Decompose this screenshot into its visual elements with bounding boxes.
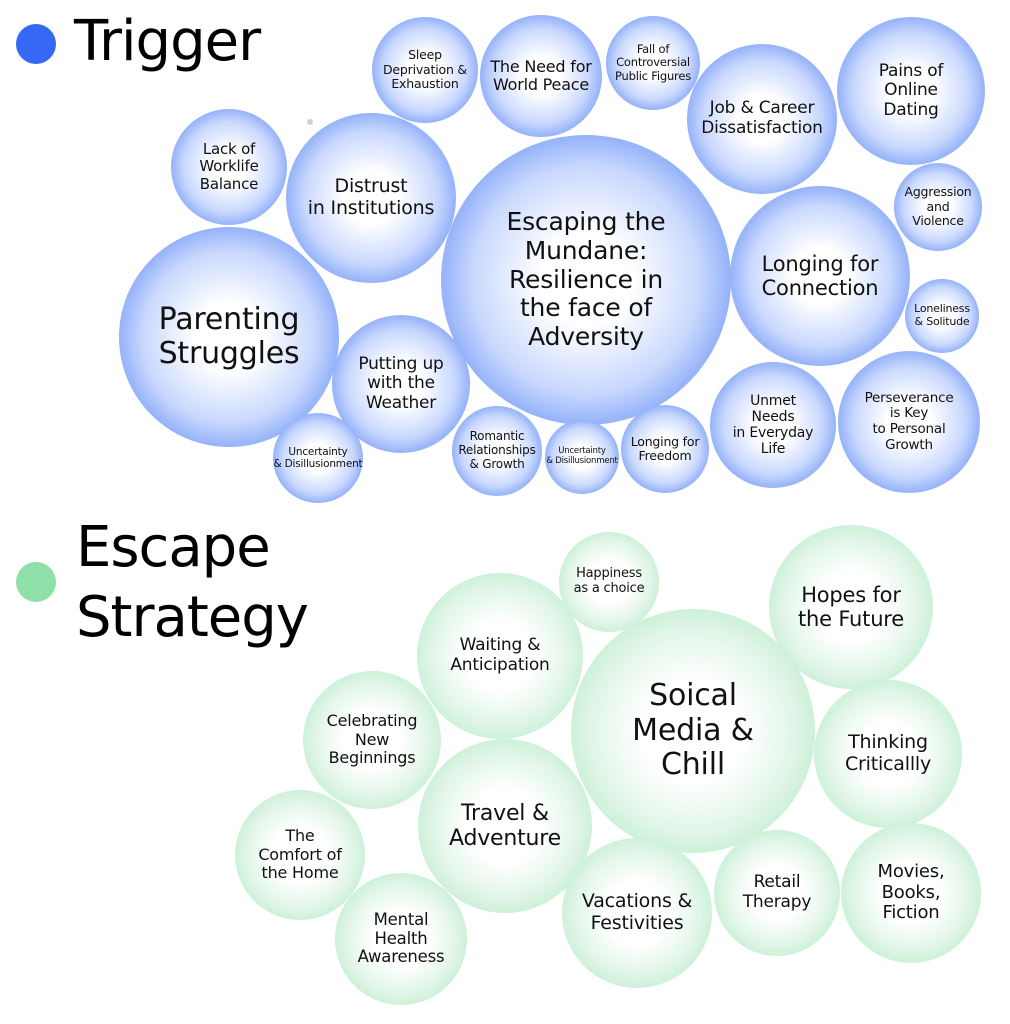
escape-bubble[interactable]: Movies, Books, Fiction <box>841 823 981 963</box>
bubble-label: Aggression and Violence <box>904 184 972 229</box>
trigger-bubble[interactable]: Pains of Online Dating <box>837 17 985 165</box>
bubble-label: Uncertainty & Disillusionment <box>273 445 363 470</box>
escape-bubble[interactable]: Mental Health Awareness <box>335 873 467 1005</box>
bubble-label: Uncertainty & Disillusionment <box>546 446 618 466</box>
bubble-label: The Comfort of the Home <box>258 826 342 883</box>
bubble-label: Escaping the Mundane: Resilience in the … <box>506 207 666 352</box>
bubble-label: Travel & Adventure <box>449 800 561 851</box>
bubble-label: Distrust in Institutions <box>307 175 435 219</box>
stray-dot <box>307 119 313 125</box>
trigger-bubble[interactable]: Sleep Deprivation & Exhaustion <box>372 17 478 123</box>
trigger-bubble[interactable]: Longing for Connection <box>730 186 910 366</box>
trigger-legend-dot <box>16 24 56 64</box>
bubble-label: Perseverance is Key to Personal Growth <box>864 389 954 453</box>
trigger-bubble[interactable]: Distrust in Institutions <box>286 113 456 283</box>
bubble-label: Putting up with the Weather <box>358 353 444 413</box>
escape-legend-title-line2: Strategy <box>76 585 309 650</box>
bubble-label: Hopes for the Future <box>797 582 904 631</box>
escape-bubble[interactable]: Happiness as a choice <box>559 532 659 632</box>
escape-bubble[interactable]: Hopes for the Future <box>769 525 933 689</box>
escape-bubble[interactable]: The Comfort of the Home <box>235 790 365 920</box>
trigger-bubble[interactable]: Lack of Worklife Balance <box>171 109 287 225</box>
escape-bubble[interactable]: Soical Media & Chill <box>571 609 815 853</box>
trigger-bubble[interactable]: Escaping the Mundane: Resilience in the … <box>441 135 731 425</box>
bubble-label: Waiting & Anticipation <box>450 635 550 675</box>
trigger-bubble[interactable]: The Need for World Peace <box>480 15 602 137</box>
trigger-bubble[interactable]: Uncertainty & Disillusionment <box>545 420 619 494</box>
escape-bubble[interactable]: Waiting & Anticipation <box>417 573 583 739</box>
bubble-label: Celebrating New Beginnings <box>326 711 418 768</box>
trigger-bubble[interactable]: Uncertainty & Disillusionment <box>273 413 363 503</box>
trigger-bubble[interactable]: Longing for Freedom <box>621 405 709 493</box>
trigger-bubble[interactable]: Aggression and Violence <box>894 163 982 251</box>
trigger-bubble[interactable]: Loneliness & Solitude <box>905 279 979 353</box>
bubble-label: Pains of Online Dating <box>878 60 944 120</box>
escape-bubble[interactable]: Celebrating New Beginnings <box>303 671 441 809</box>
bubble-label: Romantic Relationships & Growth <box>458 429 536 471</box>
trigger-bubble[interactable]: Perseverance is Key to Personal Growth <box>838 351 980 493</box>
escape-bubble[interactable]: Retail Therapy <box>714 830 840 956</box>
bubble-label: Soical Media & Chill <box>632 678 754 783</box>
bubble-label: Job & Career Dissatisfaction <box>701 98 823 138</box>
bubble-label: Happiness as a choice <box>573 566 645 596</box>
bubble-label: Sleep Deprivation & Exhaustion <box>383 47 467 92</box>
escape-legend-dot <box>16 562 56 602</box>
trigger-bubble[interactable]: Parenting Struggles <box>119 227 339 447</box>
bubble-label: Loneliness & Solitude <box>914 302 970 328</box>
trigger-bubble[interactable]: Unmet Needs in Everyday Life <box>710 362 836 488</box>
bubble-label: Mental Health Awareness <box>357 909 445 967</box>
bubble-label: Vacations & Festivities <box>581 890 693 934</box>
escape-bubble[interactable]: Thinking Criticallly <box>814 680 962 828</box>
trigger-bubble[interactable]: Fall of Controversial Public Figures <box>606 16 700 110</box>
bubble-label: Longing for Connection <box>761 251 879 300</box>
trigger-bubble[interactable]: Job & Career Dissatisfaction <box>687 44 837 194</box>
bubble-label: Lack of Worklife Balance <box>199 140 259 193</box>
bubble-label: The Need for World Peace <box>490 56 592 94</box>
bubble-label: Movies, Books, Fiction <box>877 860 945 924</box>
bubble-label: Fall of Controversial Public Figures <box>615 42 691 83</box>
trigger-legend-title: Trigger <box>74 9 261 74</box>
escape-bubble[interactable]: Vacations & Festivities <box>562 838 712 988</box>
trigger-bubble[interactable]: Putting up with the Weather <box>332 315 470 453</box>
bubble-label: Longing for Freedom <box>630 433 700 463</box>
escape-bubble[interactable]: Travel & Adventure <box>418 739 592 913</box>
bubble-label: Retail Therapy <box>742 872 812 912</box>
trigger-bubble[interactable]: Romantic Relationships & Growth <box>452 406 542 496</box>
bubble-label: Parenting Struggles <box>158 301 300 371</box>
bubble-label: Thinking Criticallly <box>844 731 932 775</box>
bubble-label: Unmet Needs in Everyday Life <box>732 392 814 458</box>
escape-legend-title-line1: Escape <box>76 515 271 580</box>
